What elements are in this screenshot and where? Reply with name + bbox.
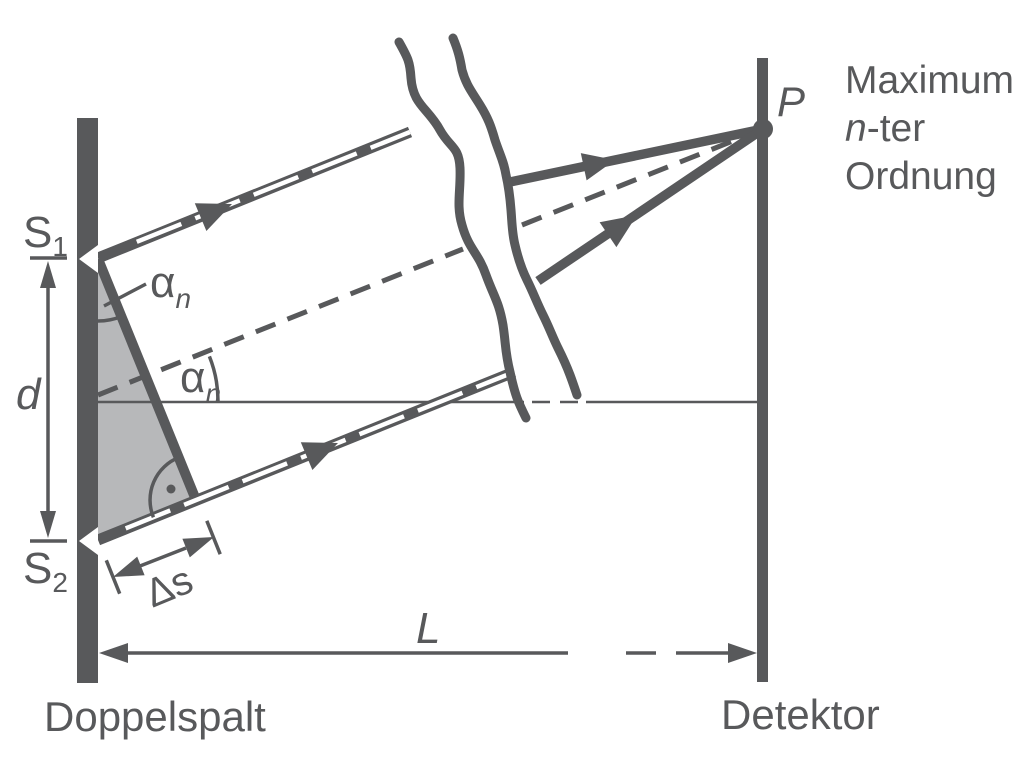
- delta-s-arrow-right: [182, 537, 214, 558]
- l-dimension: [99, 643, 757, 663]
- slit-s2-gap: [79, 527, 98, 555]
- d-dimension: [30, 256, 67, 543]
- delta-s-dimension: [104, 520, 222, 595]
- point-p-label: P: [777, 78, 805, 125]
- break-wave-left: [394, 37, 531, 423]
- angle-arc-at-axis: [207, 355, 220, 402]
- ray-s1-arrowhead: [194, 203, 232, 231]
- barrier-bar: [77, 118, 98, 683]
- angle-label-at-slit: αn: [150, 258, 191, 314]
- break-wave-right: [448, 33, 582, 400]
- right-angle-marker: [148, 455, 180, 518]
- l-arrow-right: [728, 643, 757, 663]
- right-angle-dot: [166, 484, 176, 494]
- angle-label-at-axis: αn: [180, 353, 221, 409]
- ray-from-s1: [95, 126, 413, 264]
- converging-ray-upper: [509, 124, 764, 187]
- delta-s-arrow-left: [113, 556, 145, 577]
- d-arrow-up: [40, 261, 56, 288]
- l-arrow-left: [99, 643, 128, 663]
- center-dashed-line: [97, 126, 764, 398]
- angle-leader-line: [103, 282, 147, 308]
- maximum-caption-line2: n-ter: [845, 107, 925, 150]
- d-label: d: [16, 370, 42, 419]
- detector-bar: [757, 58, 768, 682]
- detector-caption: Detektor: [721, 691, 880, 738]
- ray-s2-arrowhead: [300, 442, 338, 470]
- angle-arc-at-slit: [97, 314, 122, 323]
- barrier-caption: Doppelspalt: [44, 693, 266, 740]
- point-p-dot: [753, 119, 773, 139]
- delta-s-label: Δs: [139, 558, 199, 617]
- maximum-caption-line3: Ordnung: [845, 155, 997, 198]
- slit-s1-gap: [79, 245, 98, 273]
- converging-ray-lower-arrowhead: [599, 215, 637, 248]
- converging-ray-lower: [535, 125, 766, 285]
- slit2-label: S2: [23, 544, 68, 598]
- d-arrow-down: [40, 511, 56, 538]
- maximum-caption-line1: Maximum: [845, 59, 1014, 102]
- maximum-caption: Maximum n-ter Ordnung: [845, 59, 1014, 198]
- slit1-label: S1: [23, 208, 68, 262]
- l-label: L: [416, 604, 440, 653]
- converging-ray-upper-arrowhead: [580, 153, 615, 181]
- ray-from-s2: [95, 366, 517, 546]
